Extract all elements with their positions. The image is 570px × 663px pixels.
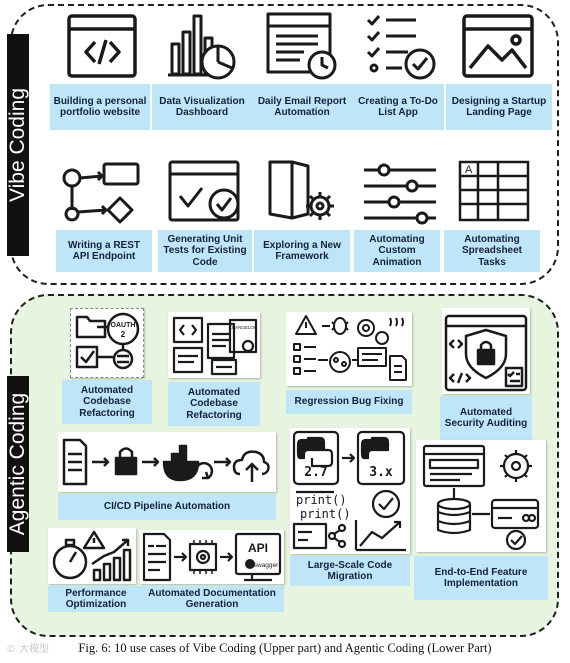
watermark: © 大模型 (6, 644, 50, 655)
agentic-label-performance: Performance Optimization (48, 586, 144, 612)
docs-generation-card: API swagger (140, 530, 284, 584)
vibe-label-email: Daily Email Report Automation (252, 84, 352, 130)
agentic-label-refactor-2: Automated Codebase Refactoring (168, 382, 260, 426)
python-version-to: 3.x (369, 465, 393, 480)
agentic-label-regression: Regression Bug Fixing (286, 390, 412, 414)
email-report-icon (262, 10, 342, 82)
flowchart-icon (58, 158, 150, 228)
cicd-pipeline-card (58, 432, 276, 492)
figure-caption: Fig. 6: 10 use cases of Vibe Coding (Upp… (78, 641, 492, 655)
vibe-label-spreadsheet: Automating Spreadsheet Tasks (444, 230, 540, 272)
oauth-version: 2 (121, 330, 126, 339)
agentic-label-e2e: End-to-End Feature Implementation (414, 556, 548, 600)
api-text: API (248, 541, 268, 555)
vibe-label-framework: Exploring a New Framework (254, 230, 350, 272)
oauth-text: OAUTH (111, 322, 136, 329)
python-version-from: 2.7 (304, 465, 327, 480)
animation-sliders-icon (360, 158, 440, 226)
vibe-label-rest-api: Writing a REST API Endpoint (56, 230, 152, 272)
regression-bug-card (286, 312, 412, 386)
e2e-feature-card (416, 440, 546, 552)
print-statement-old: print() (296, 493, 347, 507)
vibe-label-unit-tests: Generating Unit Tests for Existing Code (158, 230, 252, 272)
migration-card: 2.7 3.x print() print() (290, 428, 410, 554)
agentic-label-migration: Large-Scale Code Migration (290, 556, 410, 586)
vibe-label-todo: Creating a To-Do List App (352, 84, 444, 130)
oauth-refactor-card: OAUTH 2 (70, 308, 144, 378)
vibe-coding-title: Vibe Coding (6, 34, 29, 256)
vibe-label-portfolio: Building a personal portfolio website (50, 84, 150, 130)
landing-page-icon (458, 10, 538, 82)
unit-test-icon (166, 158, 246, 226)
swagger-text: swagger (254, 562, 279, 569)
agentic-label-docs: Automated Documentation Generation (140, 586, 284, 612)
vibe-label-dashboard: Data Visualization Dashboard (152, 84, 252, 130)
performance-card (48, 528, 136, 584)
framework-gear-icon (262, 158, 344, 226)
spreadsheet-column-letter: A (465, 164, 473, 176)
agentic-coding-title: Agentic Coding (6, 376, 29, 552)
vibe-label-animation: Automating Custom Animation (354, 230, 440, 272)
agentic-label-security: Automated Security Auditing (440, 396, 532, 440)
portfolio-website-icon (62, 10, 142, 82)
security-audit-card (442, 308, 530, 394)
spreadsheet-icon: A (454, 158, 534, 226)
changelog-refactor-card: CHANGELOG (168, 312, 260, 378)
changelog-text: CHANGELOG (229, 325, 258, 330)
print-statement-new: print() (300, 507, 351, 521)
vibe-label-landing: Designing a Startup Landing Page (446, 84, 552, 130)
agentic-label-cicd: CI/CD Pipeline Automation (58, 494, 276, 520)
agentic-label-refactor-1: Automated Codebase Refactoring (62, 380, 152, 424)
dashboard-chart-icon (162, 10, 242, 82)
todo-list-icon (362, 10, 442, 82)
